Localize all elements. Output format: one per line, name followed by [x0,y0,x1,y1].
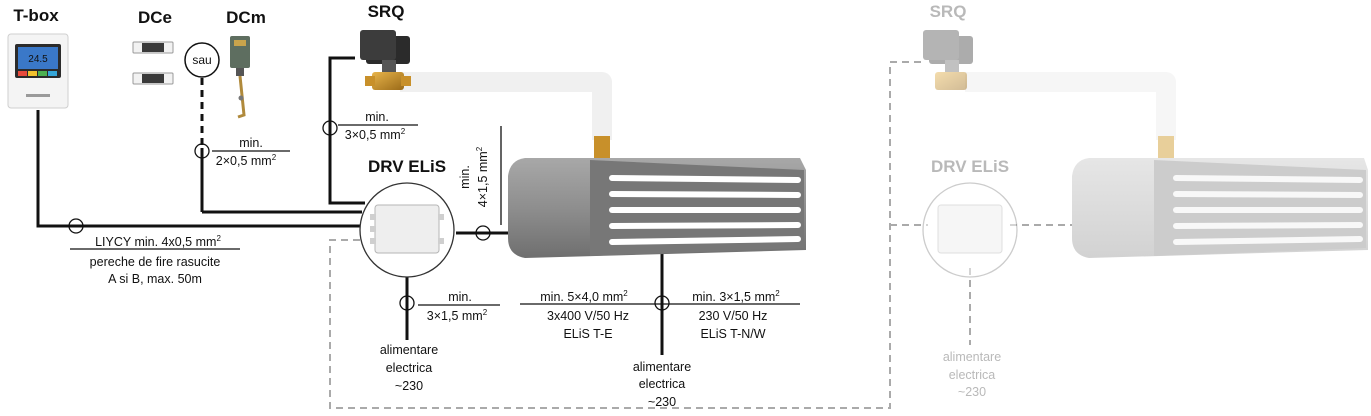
cable-label-unit-vertical: min. 4×1,5 mm2 [458,146,490,207]
svg-text:2×0,5 mm2: 2×0,5 mm2 [216,153,277,168]
svg-text:min.: min. [365,110,389,124]
cable-label-supply-drv: min. 3×1,5 mm2 [427,290,488,323]
svg-text:pereche de fire rasucite: pereche de fire rasucite [90,255,221,269]
tbox-thermostat-icon: 24.5 [7,33,69,109]
air-curtain-unit-icon [508,136,806,258]
svg-text:3x400 V/50 Hz: 3x400 V/50 Hz [547,309,629,323]
supply-label-drv: alimentare electrica ~230 [380,343,438,393]
cable-label-srq: min. 3×0,5 mm2 [345,110,406,142]
svg-text:min. 5×4,0 mm2: min. 5×4,0 mm2 [540,289,628,304]
wiring-lines [36,56,664,355]
cable-label-tbox: LIYCY min. 4x0,5 mm2 pereche de fire ras… [90,234,222,286]
air-curtain-unit-ghost-icon [1072,136,1368,258]
svg-text:230 V/50 Hz: 230 V/50 Hz [699,309,768,323]
svg-text:LIYCY min. 4x0,5 mm2: LIYCY min. 4x0,5 mm2 [95,234,221,249]
dcm-contact-icon [230,36,250,119]
dce-contact-icon [132,41,174,85]
svg-text:electrica: electrica [949,368,996,382]
svg-text:alimentare: alimentare [380,343,438,357]
srq-title: SRQ [368,2,405,21]
drv-title: DRV ELiS [368,157,446,176]
svg-text:min.: min. [448,290,472,304]
svg-text:~230: ~230 [395,379,423,393]
svg-text:~230: ~230 [648,395,676,409]
dcm-title: DCm [226,8,266,27]
sau-circle: sau [184,42,220,78]
svg-text:4×1,5 mm2: 4×1,5 mm2 [475,146,490,207]
svg-text:A si B, max. 50m: A si B, max. 50m [108,272,202,286]
svg-text:alimentare: alimentare [943,350,1001,364]
cable-label-power-te: min. 5×4,0 mm2 3x400 V/50 Hz ELiS T-E [540,289,629,341]
tbox-title: T-box [13,6,59,25]
svg-text:ELiS T-E: ELiS T-E [563,327,612,341]
label-separators [70,124,800,306]
supply-label-ghost: alimentare electrica ~230 [943,350,1001,399]
drv-controller-ghost-icon [922,182,1018,278]
drv-ghost-title: DRV ELiS [931,157,1009,176]
svg-text:electrica: electrica [386,361,433,375]
svg-text:3×1,5 mm2: 3×1,5 mm2 [427,308,488,323]
dashed-secondary-wiring [329,61,1075,409]
svg-text:min.: min. [458,165,472,189]
svg-text:~230: ~230 [958,385,986,399]
pipe-srq-to-unit [400,72,612,140]
svg-text:alimentare: alimentare [633,360,691,374]
svg-text:min.: min. [239,136,263,150]
dce-title: DCe [138,8,172,27]
cable-label-power-tnw: min. 3×1,5 mm2 230 V/50 Hz ELiS T-N/W [692,289,780,341]
cable-clamp-icon [68,120,670,311]
srq-valve-icon [360,30,411,90]
srq-ghost-title: SRQ [930,2,967,21]
svg-text:3×0,5 mm2: 3×0,5 mm2 [345,127,406,142]
cable-label-dc: min. 2×0,5 mm2 [216,136,277,168]
sau-label: sau [192,53,211,67]
drv-controller-icon [359,182,455,278]
tbox-display: 24.5 [28,54,48,65]
srq-valve-ghost-icon [923,30,973,90]
svg-text:min. 3×1,5 mm2: min. 3×1,5 mm2 [692,289,780,304]
pipe-srq-ghost [965,72,1176,140]
svg-text:electrica: electrica [639,377,686,391]
svg-text:ELiS T-N/W: ELiS T-N/W [700,327,765,341]
supply-label-unit: alimentare electrica ~230 [633,360,691,409]
